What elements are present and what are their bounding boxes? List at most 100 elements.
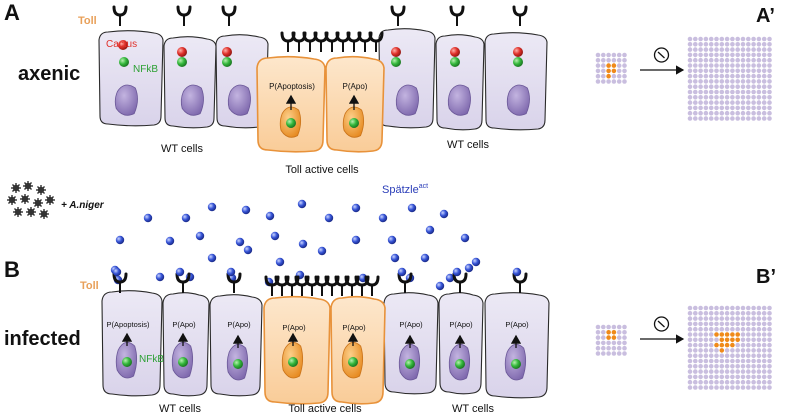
cell-dot	[719, 84, 725, 89]
cell-dot	[601, 330, 606, 335]
cell-dot	[703, 305, 709, 311]
spore-icon	[7, 195, 17, 205]
cell-dot	[687, 379, 693, 385]
cell-dot	[693, 84, 698, 89]
cell-dot	[616, 345, 622, 351]
cell-dot	[601, 324, 606, 330]
cell-dot	[708, 332, 714, 337]
cell-dot	[735, 68, 740, 74]
cell-dot	[687, 305, 693, 311]
active-cell-dot	[606, 335, 611, 340]
cell-dot	[698, 95, 703, 100]
cell-dot	[735, 385, 740, 390]
cell-dot	[693, 42, 698, 47]
spatzle-particle	[181, 213, 191, 223]
cell-dot	[606, 345, 611, 351]
active-cell-dot	[606, 73, 611, 79]
pathogen-label: + A.niger	[61, 200, 105, 211]
cell-dot	[746, 321, 751, 327]
cell-dot	[693, 79, 698, 84]
cell-dot	[693, 95, 698, 100]
cell-dot	[724, 348, 730, 353]
spatzle-particle	[143, 213, 153, 223]
cell-dot	[756, 84, 762, 89]
cell-dot	[767, 63, 772, 68]
nucleus	[447, 84, 471, 116]
wt-cell: P(Apo)	[162, 292, 210, 397]
cell-dot	[767, 36, 772, 42]
cell-dot	[767, 89, 772, 95]
cell-dot	[687, 52, 693, 58]
active-cell-dot	[730, 342, 735, 348]
cell-dot	[735, 57, 740, 63]
cell-dot	[724, 326, 730, 332]
cell-dot	[735, 95, 740, 100]
toll-receptor-icon	[176, 5, 192, 26]
spatzle-text: Spätzle	[382, 184, 419, 196]
cell-dot	[687, 47, 693, 52]
wt-cell-membrane	[435, 34, 485, 131]
spatzle-particle	[115, 235, 125, 245]
cell-dot	[746, 105, 751, 111]
cell-dot	[595, 52, 601, 58]
nfkb-label: NFkB	[139, 354, 164, 365]
cell-dot	[698, 374, 703, 380]
cell-dot	[616, 324, 622, 330]
cell-dot	[687, 73, 693, 79]
cell-dot	[693, 374, 698, 380]
active-cell-dot	[611, 63, 617, 68]
cell-dot	[761, 342, 767, 348]
cell-dot	[698, 305, 703, 311]
cell-dot	[761, 364, 767, 369]
active-cell-dot	[611, 330, 617, 335]
cell-dot	[622, 345, 627, 351]
cell-dot	[703, 332, 709, 337]
spatzle-particle	[445, 273, 455, 283]
cell-dot	[756, 89, 762, 95]
apoptosis-probability-label: P(Apo)	[399, 320, 423, 329]
cell-dot	[719, 52, 725, 58]
cell-dot	[698, 57, 703, 63]
panel-a-toll-active: Toll active cells	[285, 164, 359, 176]
cell-dot	[756, 52, 762, 58]
cell-dot	[761, 385, 767, 390]
cell-dot	[708, 116, 714, 121]
cell-dot	[708, 57, 714, 63]
cell-dot	[714, 100, 719, 105]
bound-spatzle	[226, 267, 236, 277]
spore-icon	[33, 198, 43, 208]
cell-dot	[719, 63, 725, 68]
cell-dot	[698, 364, 703, 369]
cell-dot	[740, 342, 746, 348]
cell-dot	[703, 68, 709, 74]
cell-dot	[719, 369, 725, 374]
cell-dot	[735, 42, 740, 47]
cell-dot	[687, 100, 693, 105]
time-progression	[640, 316, 685, 344]
cell-dot	[735, 364, 740, 369]
nfkb-ball	[450, 57, 460, 67]
panel-b-prime-growth	[595, 305, 772, 390]
wt-cell: P(Apo)	[209, 294, 263, 397]
cell-dot	[708, 305, 714, 311]
cell-dot	[767, 316, 772, 321]
cell-dot	[693, 342, 698, 348]
cell-dot	[703, 316, 709, 321]
active-cell-dot	[611, 68, 617, 74]
cell-dot	[714, 337, 719, 343]
cell-dot	[761, 316, 767, 321]
cell-dot	[708, 105, 714, 111]
cell-dot	[703, 110, 709, 116]
cell-dot	[698, 385, 703, 390]
cell-dot	[740, 105, 746, 111]
cell-dot	[767, 353, 772, 359]
cell-dot	[740, 79, 746, 84]
cell-dot	[708, 353, 714, 359]
cell-dot	[708, 42, 714, 47]
cell-dot	[740, 385, 746, 390]
panel-b-toll-label: Toll	[80, 280, 99, 292]
cell-dot	[751, 379, 756, 385]
cell-dot	[767, 305, 772, 311]
cell-dot	[746, 374, 751, 380]
cell-dot	[756, 47, 762, 52]
